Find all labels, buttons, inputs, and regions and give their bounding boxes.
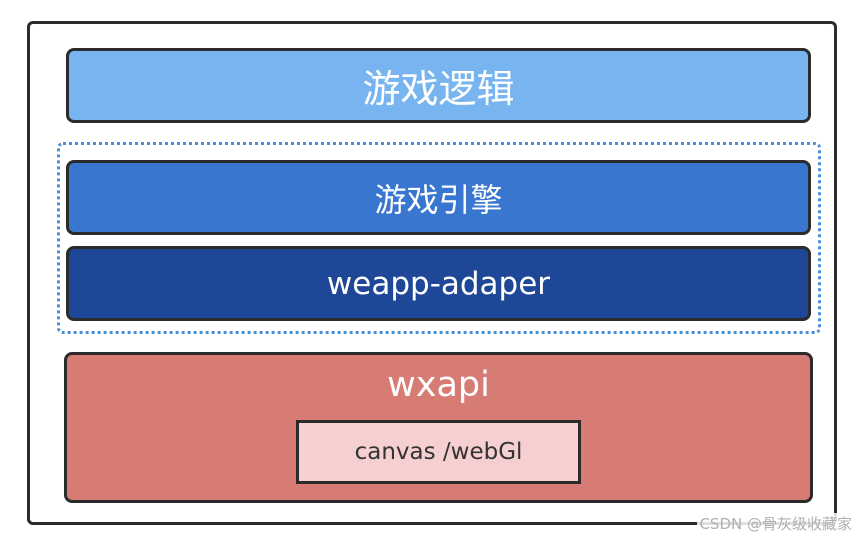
game-logic-label: 游戏逻辑	[362, 67, 515, 111]
weapp-adapter-label: weapp-adaper	[326, 265, 551, 302]
canvas-webgl-label: canvas /webGl	[354, 439, 523, 465]
canvas-webgl-box: canvas /webGl	[296, 420, 581, 484]
weapp-adapter-layer: weapp-adaper	[66, 246, 811, 321]
game-logic-layer: 游戏逻辑	[66, 48, 811, 123]
game-engine-label: 游戏引擎	[374, 180, 503, 219]
watermark: CSDN @骨灰级收藏家	[697, 513, 854, 534]
wxapi-layer: wxapi	[64, 352, 813, 503]
game-engine-layer: 游戏引擎	[66, 160, 811, 235]
engine-adapter-group	[57, 142, 821, 334]
wxapi-label: wxapi	[387, 365, 490, 405]
